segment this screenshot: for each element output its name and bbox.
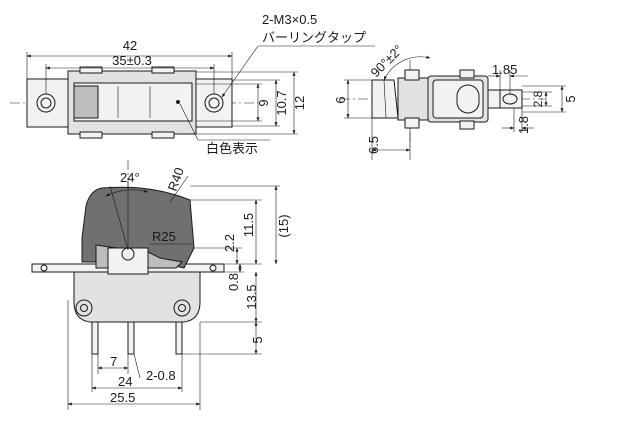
note-burring-tap: バーリングタップ [262,30,366,45]
dim-r-mid: R25 [152,229,176,244]
dim-r-top: R40 [165,165,187,193]
terminal-left [91,321,99,355]
dim-h2: 6.5 [366,136,381,154]
dim-d1: 2.2 [222,234,237,252]
dim-t2: 2.8 [531,90,545,107]
dim-length: 42 [123,38,137,53]
dim-b2: 2-0.8 [146,368,176,383]
dim-d5: 13.5 [244,284,259,309]
dim-b4: 25.5 [110,390,135,405]
dim-d6: 5 [250,336,265,343]
white-mark-dot [176,100,180,104]
note-white-marking: 白色表示 [206,141,258,156]
top-view: 42 35±0.3 9 10.7 12 2-M3×0.5 バーリングタップ 白色… [10,12,375,156]
side-housing [73,271,201,323]
dim-w1: 9 [256,99,271,106]
dim-t3: 5 [563,95,578,102]
terminal-center [127,321,135,355]
dim-t4: 1.8 [516,116,531,134]
end-view: 90°±2° 6 6.5 1.85 2.8 5 1.8 [333,42,578,160]
dim-d2: 11.5 [241,213,256,237]
dim-t1: 1.85 [492,62,517,77]
terminal-right [175,321,183,355]
dim-h1: 6 [333,96,348,103]
note-thread: 2-M3×0.5 [262,12,317,27]
dim-pitch: 35±0.3 [112,53,152,68]
dim-b1: 7 [110,354,117,369]
dim-d3: (15) [276,214,291,237]
dim-angle-90: 90°±2° [368,42,406,80]
dim-w2: 10.7 [274,90,289,115]
dim-w3: 12 [292,96,307,110]
dim-angle-24: 24° [120,170,140,185]
dim-d4: 0.8 [226,273,241,291]
side-view: 24° R40 R25 2.2 11.5 (15) 0.8 13.5 5 7 2… [31,160,291,410]
dim-b3: 24 [118,374,132,389]
